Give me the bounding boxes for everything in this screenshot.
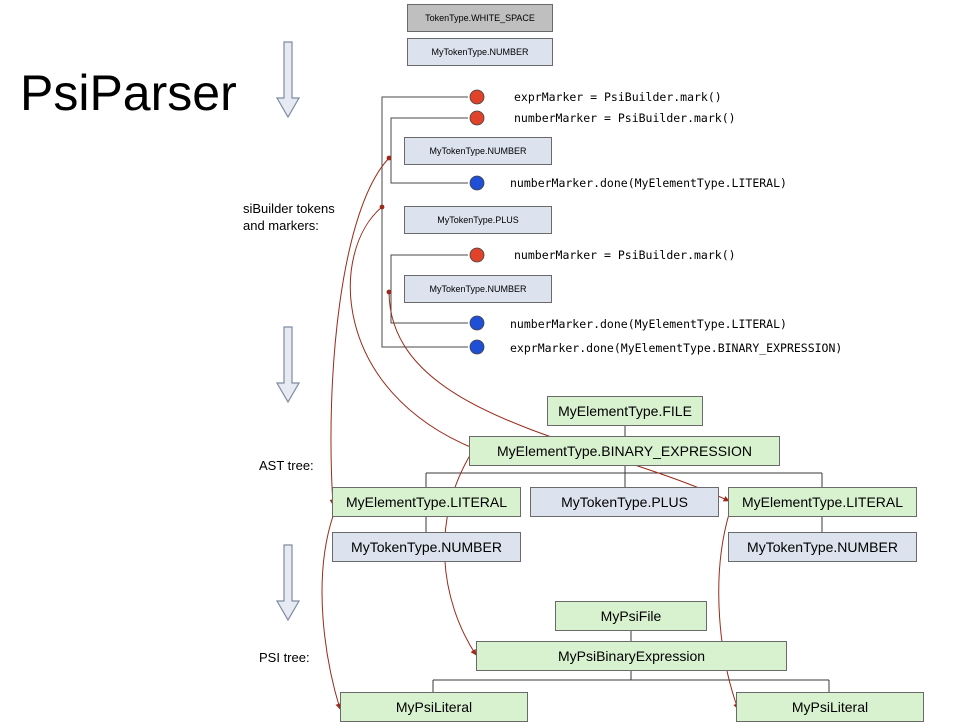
number-marker-bracket-1 (390, 117, 468, 184)
token-number-top: MyTokenType.NUMBER (407, 38, 553, 66)
marker-done-circle (469, 315, 485, 331)
marker-text: numberMarker = PsiBuilder.mark() (514, 111, 736, 125)
map-dot-2 (379, 204, 385, 210)
token-number-2: MyTokenType.NUMBER (404, 275, 552, 303)
psi-literal-left-node: MyPsiLiteral (340, 692, 528, 722)
ast-literal-left-node: MyElementType.LITERAL (332, 487, 521, 517)
psi-label: PSI tree: (259, 650, 310, 665)
psi-edges (432, 629, 830, 693)
marker-start-circle (469, 110, 485, 126)
builder-label: siBuilder tokens and markers: (243, 201, 335, 233)
marker-start-circle (469, 89, 485, 105)
expr-marker-bracket (381, 96, 468, 348)
ast-plus-node: MyTokenType.PLUS (530, 487, 719, 517)
marker-text: numberMarker = PsiBuilder.mark() (514, 248, 736, 262)
ast-binary-node: MyElementType.BINARY_EXPRESSION (469, 436, 780, 466)
number-marker-bracket-2 (390, 254, 468, 324)
psi-file-node: MyPsiFile (555, 601, 707, 631)
ast-literal-right-node: MyElementType.LITERAL (728, 487, 917, 517)
token-number-1: MyTokenType.NUMBER (404, 137, 552, 165)
ast-edges (425, 424, 823, 533)
map-dot-3 (386, 289, 392, 295)
marker-text: exprMarker = PsiBuilder.mark() (514, 90, 722, 104)
slide-title: PsiParser (20, 65, 237, 121)
flow-arrow-down-3 (275, 544, 301, 622)
flow-arrow-down-1 (275, 41, 301, 119)
marker-done-circle (469, 339, 485, 355)
marker-text: numberMarker.done(MyElementType.LITERAL) (510, 317, 787, 331)
ast-file-node: MyElementType.FILE (547, 396, 703, 426)
map-curve-expr-binary (349, 206, 476, 450)
ast-number-right-node: MyTokenType.NUMBER (728, 532, 917, 562)
marker-start-circle (469, 247, 485, 263)
psi-literal-right-node: MyPsiLiteral (736, 692, 924, 722)
ast-number-left-node: MyTokenType.NUMBER (332, 532, 521, 562)
token-white-space: TokenType.WHITE_SPACE (407, 4, 553, 32)
map-curve-literal-psi-left (321, 515, 342, 710)
marker-text: exprMarker.done(MyElementType.BINARY_EXP… (510, 341, 843, 355)
flow-arrow-down-2 (275, 326, 301, 404)
map-dot-1 (386, 155, 392, 161)
map-curve-number1-literal (329, 157, 390, 506)
token-plus: MyTokenType.PLUS (404, 206, 552, 234)
ast-label: AST tree: (259, 458, 314, 473)
marker-text: numberMarker.done(MyElementType.LITERAL) (510, 176, 787, 190)
marker-done-circle (469, 175, 485, 191)
map-curve-number2-literal (388, 291, 730, 502)
map-curve-literal-psi-right (718, 513, 739, 710)
psi-binary-node: MyPsiBinaryExpression (476, 641, 787, 671)
